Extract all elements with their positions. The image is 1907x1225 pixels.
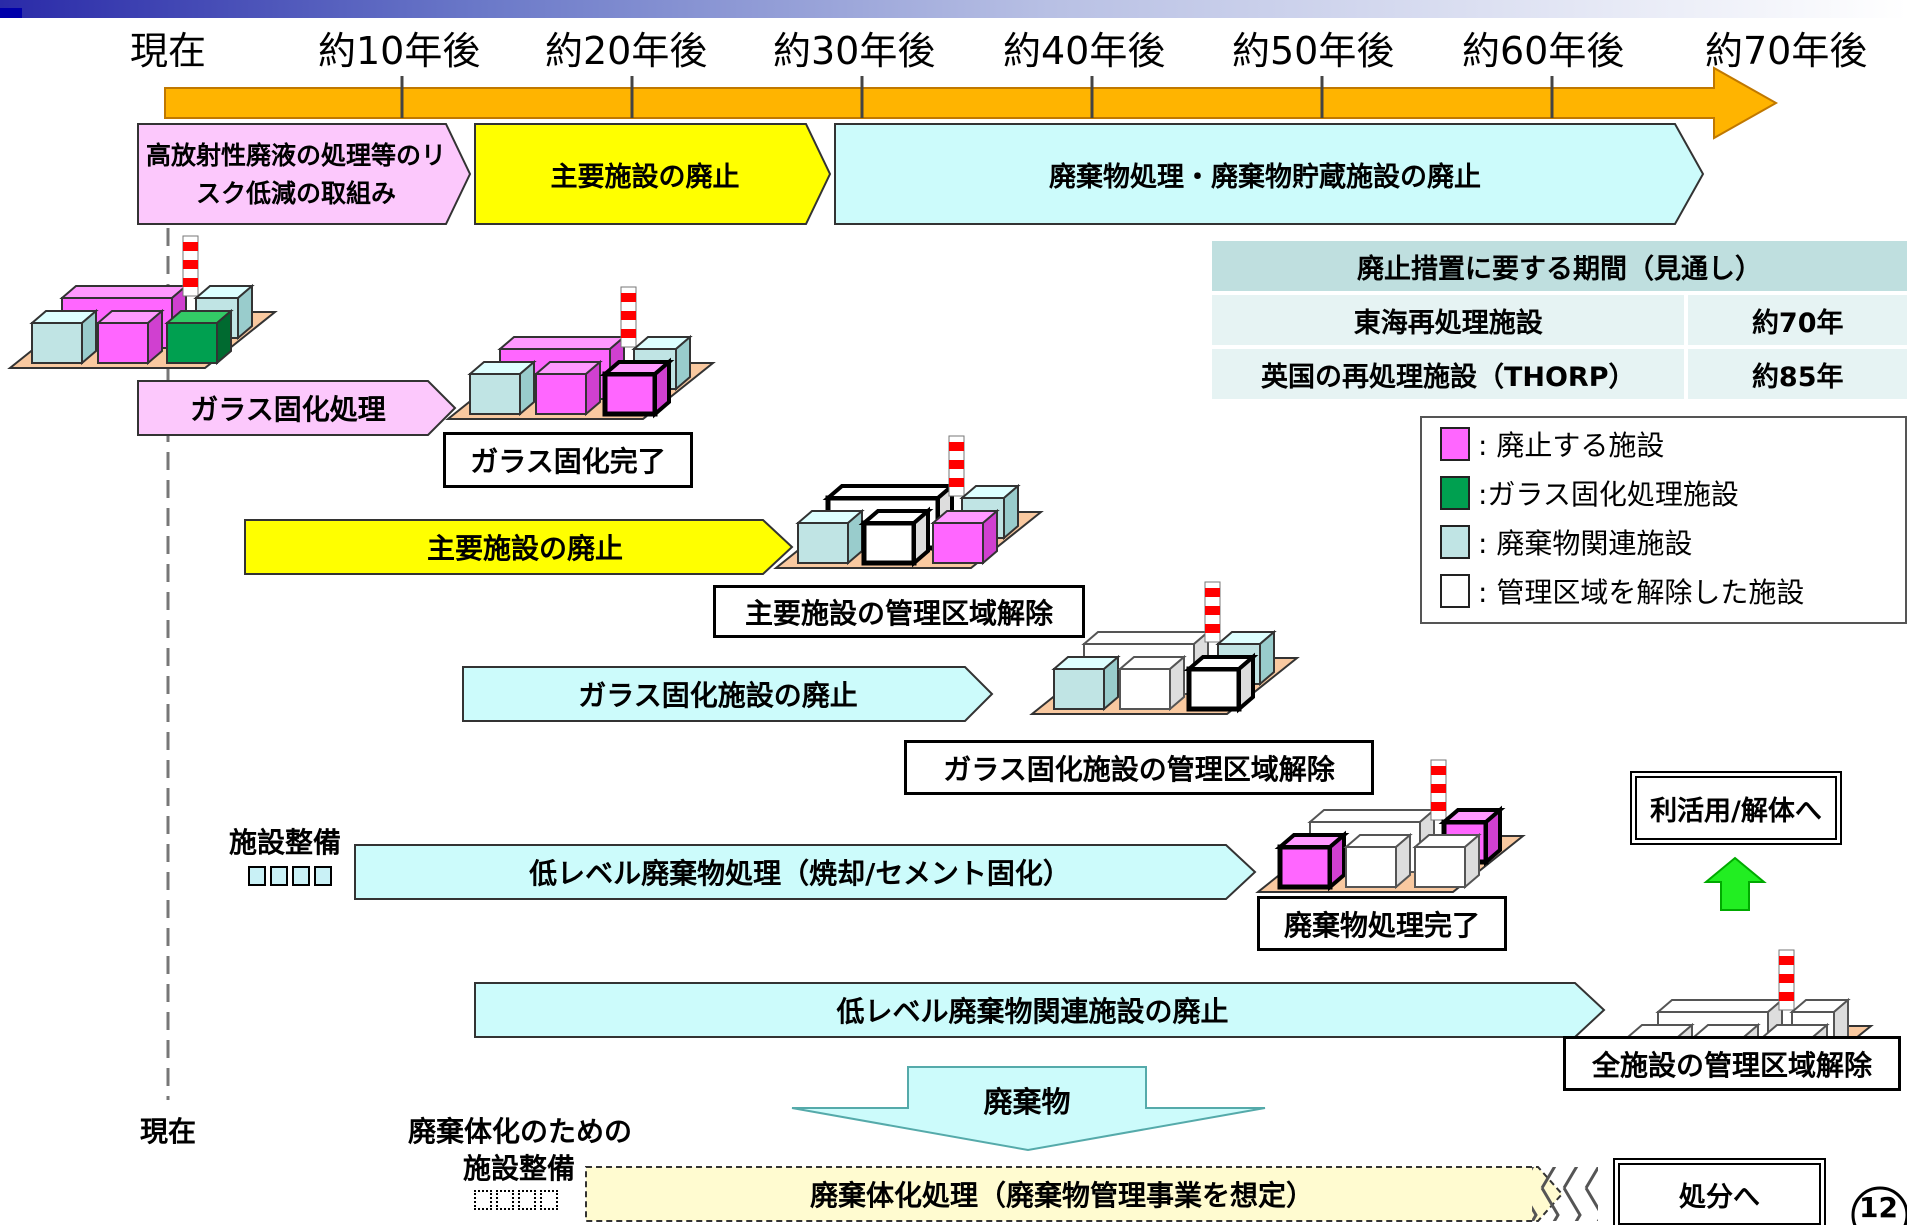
label-low-level-facility-decommission: 低レベル廃棄物関連施設の廃止 xyxy=(836,995,1229,1028)
legend-label: : 管理区域を解除した施設 xyxy=(1478,576,1805,609)
swatch-green xyxy=(1440,476,1470,510)
arrow-vitrification xyxy=(137,380,457,436)
axis-label-60y: 約60年後 xyxy=(1462,29,1625,73)
arrow-main-decommission xyxy=(244,519,794,575)
prep-square xyxy=(248,866,266,886)
milestone-vitrification-complete: ガラス固化完了 xyxy=(443,432,693,488)
facility-group-main-control-release xyxy=(773,435,1044,569)
period-table: 廃止措置に要する期間（見通し） 東海再処理施設 約70年 英国の再処理施設（TH… xyxy=(1212,237,1907,403)
packaging-chevrons xyxy=(1532,1167,1598,1221)
prep-square xyxy=(314,866,332,886)
prep-square xyxy=(270,866,288,886)
table-row: 東海再処理施設 約70年 xyxy=(1212,295,1907,345)
packaging-prep-squares xyxy=(474,1190,558,1210)
period-value: 約70年 xyxy=(1688,295,1907,345)
milestone-waste-processing-complete: 廃棄物処理完了 xyxy=(1257,896,1507,951)
axis-label-70y: 約70年後 xyxy=(1705,29,1868,73)
milestone-reuse: 利活用/解体へ xyxy=(1635,776,1837,840)
period-value: 約85年 xyxy=(1688,349,1907,399)
axis-label-10y: 約10年後 xyxy=(318,29,481,73)
phase-waste-facility-decommission xyxy=(834,123,1705,225)
note-packaging-prep-line2: 施設整備 xyxy=(462,1152,575,1185)
axis-label-20y: 約20年後 xyxy=(545,29,708,73)
swatch-pink xyxy=(1440,427,1470,461)
period-table-header: 廃止措置に要する期間（見通し） xyxy=(1212,241,1907,291)
legend-label: : 廃棄物関連施設 xyxy=(1478,527,1693,560)
title-band xyxy=(0,0,1907,18)
label-main-decommission: 主要施設の廃止 xyxy=(426,532,623,565)
phase-risk-reduction xyxy=(137,123,472,225)
legend-item-decommission: : 廃止する施設 xyxy=(1440,424,1664,464)
milestone-disposal: 処分へ xyxy=(1618,1163,1821,1225)
arrow-vitrification-facility-decommission xyxy=(462,666,994,722)
legend-item-vitrification: :ガラス固化処理施設 xyxy=(1440,473,1739,513)
swatch-white xyxy=(1440,574,1470,608)
timeline-arrow xyxy=(164,66,1779,140)
legend-item-released: : 管理区域を解除した施設 xyxy=(1440,571,1804,611)
phase-label-waste-facility-decommission: 廃棄物処理・廃棄物貯蔵施設の廃止 xyxy=(1049,161,1481,193)
facility-group-vitrification-complete xyxy=(445,286,716,420)
prep-square xyxy=(540,1190,558,1210)
arrow-low-level-facility-decommission xyxy=(474,982,1606,1038)
facility-group-vitrification-control-release xyxy=(1029,581,1300,715)
prep-square xyxy=(496,1190,514,1210)
prep-square xyxy=(292,866,310,886)
label-vitrification: ガラス固化処理 xyxy=(190,393,386,426)
label-waste-packaging: 廃棄体化処理（廃棄物管理事業を想定） xyxy=(809,1179,1314,1212)
arrow-low-level-processing xyxy=(354,844,1257,900)
note-present: 現在 xyxy=(139,1115,196,1148)
milestone-main-control-release: 主要施設の管理区域解除 xyxy=(713,585,1085,638)
period-name: 東海再処理施設 xyxy=(1212,295,1689,345)
milestone-vitrification-control-release: ガラス固化施設の管理区域解除 xyxy=(904,740,1374,795)
arrow-waste-down xyxy=(791,1066,1266,1152)
legend-item-waste: : 廃棄物関連施設 xyxy=(1440,522,1692,562)
prep-square xyxy=(474,1190,492,1210)
axis-label-present: 現在 xyxy=(130,29,207,73)
page-number-circle xyxy=(1851,1186,1907,1225)
facility-group-present xyxy=(7,235,278,369)
table-row: 英国の再処理施設（THORP） 約85年 xyxy=(1212,349,1907,399)
axis-label-30y: 約30年後 xyxy=(773,29,936,73)
axis-label-50y: 約50年後 xyxy=(1232,29,1395,73)
label-vitrification-facility-decommission: ガラス固化施設の廃止 xyxy=(578,679,858,712)
arrow-waste-packaging xyxy=(585,1166,1564,1222)
phase-label-main-decommission: 主要施設の廃止 xyxy=(550,161,740,193)
title-band-accent xyxy=(0,8,22,18)
prep-square xyxy=(518,1190,536,1210)
note-facility-prep: 施設整備 xyxy=(228,826,341,859)
note-packaging-prep-line1: 廃棄体化のための xyxy=(407,1115,632,1148)
facility-group-waste-processing-complete xyxy=(1255,759,1526,893)
milestone-all-control-release: 全施設の管理区域解除 xyxy=(1563,1036,1901,1091)
phase-label-risk-reduction: 高放射性廃液の処理等のリスク低減の取組み xyxy=(146,141,447,208)
swatch-lightblue xyxy=(1440,525,1470,559)
legend-label: : 廃止する施設 xyxy=(1478,429,1665,462)
timeline-ticks xyxy=(400,76,1554,118)
axis-label-40y: 約40年後 xyxy=(1003,29,1166,73)
arrow-reuse-up xyxy=(1703,856,1767,911)
legend-label: :ガラス固化処理施設 xyxy=(1478,478,1739,511)
period-name: 英国の再処理施設（THORP） xyxy=(1212,349,1689,399)
legend: : 廃止する施設 :ガラス固化処理施設 : 廃棄物関連施設 : 管理区域を解除し… xyxy=(1420,416,1907,624)
page-number: 12 xyxy=(1859,1191,1898,1224)
label-low-level-processing: 低レベル廃棄物処理（焼却/セメント固化） xyxy=(529,857,1071,890)
label-waste: 廃棄物 xyxy=(983,1085,1071,1119)
facility-prep-squares xyxy=(248,866,332,886)
phase-main-decommission xyxy=(474,123,832,225)
